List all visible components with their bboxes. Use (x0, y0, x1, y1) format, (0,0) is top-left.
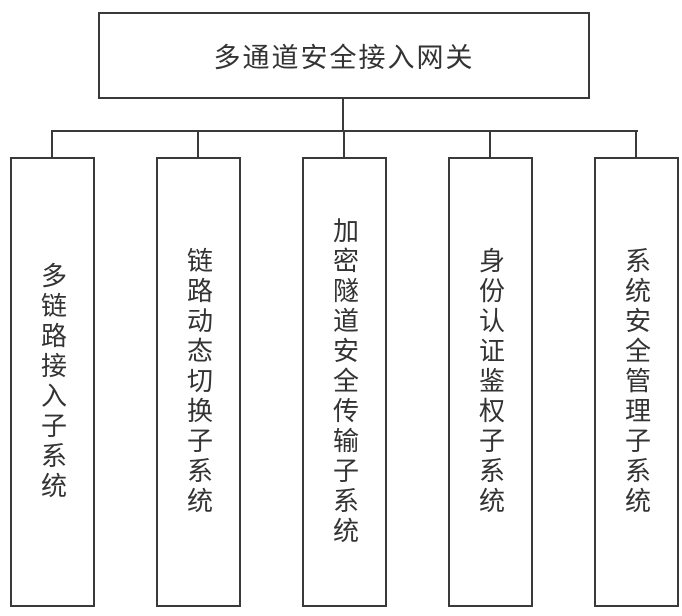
subsystem-node-label: 加密隧道安全传输子系统 (329, 217, 360, 547)
subsystem-node-label: 身份认证鉴权子系统 (475, 247, 506, 517)
root-node-label: 多通道安全接入网关 (213, 43, 475, 73)
subsystem-node-system-security-management: 系统安全管理子系统 (594, 157, 679, 607)
subsystem-node-label: 多链路接入子系统 (37, 262, 68, 502)
connector-stub-line (197, 131, 199, 158)
connector-stub-line (51, 131, 53, 158)
connector-stub-line (635, 131, 637, 158)
subsystem-node-identity-authentication: 身份认证鉴权子系统 (448, 157, 533, 607)
subsystem-node-link-dynamic-switching: 链路动态切换子系统 (156, 157, 241, 607)
subsystem-node-label: 系统安全管理子系统 (621, 247, 652, 517)
subsystem-node-encrypted-tunnel-transport: 加密隧道安全传输子系统 (302, 157, 387, 607)
connector-stub-line (489, 131, 491, 158)
root-node-gateway: 多通道安全接入网关 (98, 12, 590, 99)
subsystem-node-label: 链路动态切换子系统 (183, 247, 214, 517)
connector-stub-line (343, 131, 345, 158)
subsystem-node-multilink-access: 多链路接入子系统 (10, 157, 95, 607)
connector-trunk-line (342, 99, 344, 131)
